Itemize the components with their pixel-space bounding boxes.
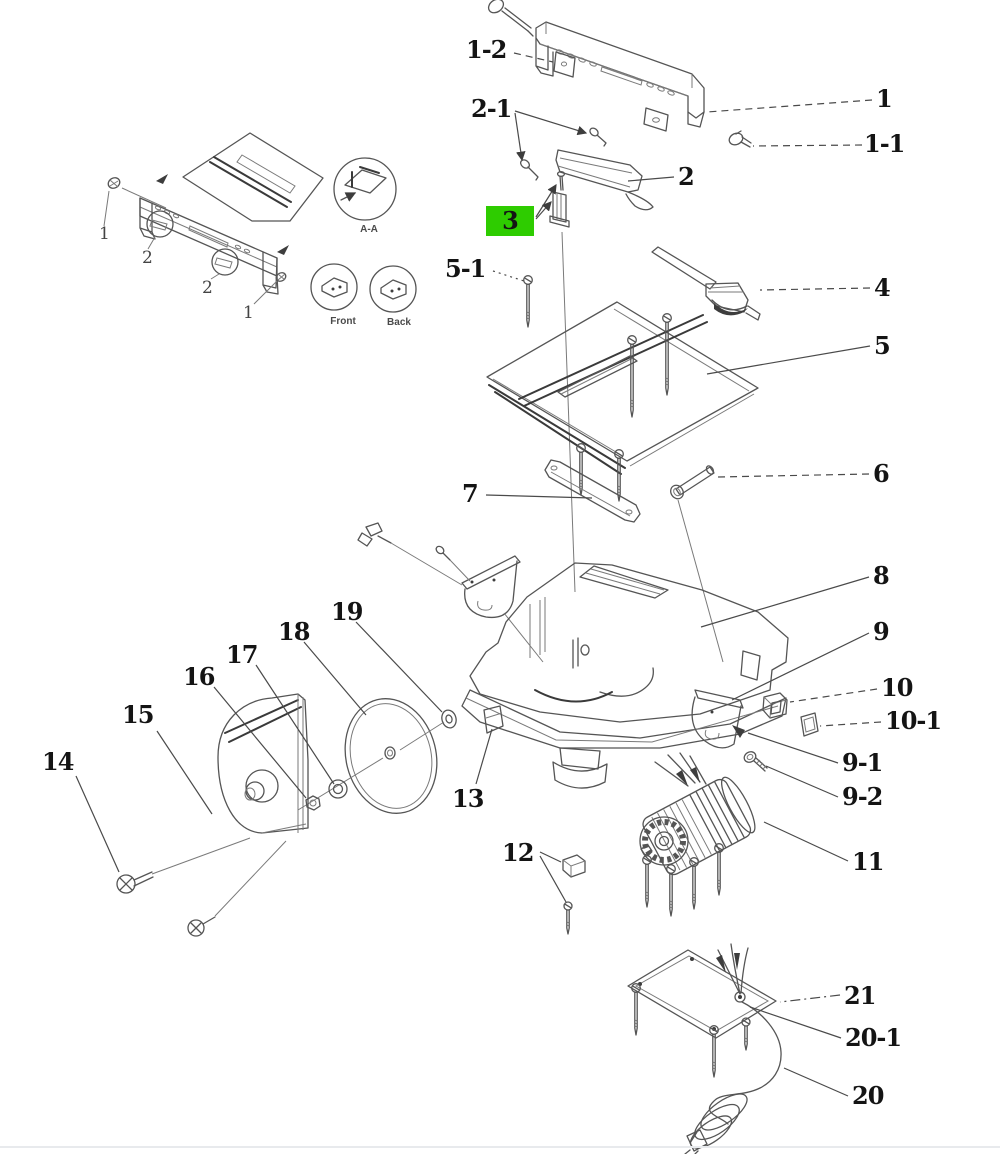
miter-gauge-part-4 <box>652 247 760 320</box>
guard-screw <box>435 545 450 560</box>
inset-callout-1a[interactable]: 1 <box>99 224 110 244</box>
callout-14[interactable]: 14 <box>42 747 74 776</box>
callout-16[interactable]: 16 <box>183 662 215 691</box>
dust-chute <box>553 762 607 788</box>
table-top-part-5 <box>487 302 758 474</box>
assembly-line <box>391 500 723 662</box>
section-caption-aa: A-A <box>360 224 378 235</box>
callout-5[interactable]: 5 <box>874 331 891 360</box>
spreader-bracket-part-3 <box>550 172 569 227</box>
power-cord-part-20 <box>685 1002 781 1154</box>
rail-bracket-part-1-2 <box>554 52 575 77</box>
switch-plate-part-10-1 <box>801 713 818 736</box>
assembly-line <box>152 838 286 916</box>
callout-5-1[interactable]: 5-1 <box>445 254 486 283</box>
fence-part-2 <box>556 150 653 210</box>
cover-screw-part-14 <box>117 872 153 893</box>
callout-9-1[interactable]: 9-1 <box>842 748 883 777</box>
block-part-12 <box>563 855 585 877</box>
blade-guard-left <box>462 556 520 617</box>
rail-end-screw <box>486 0 533 36</box>
saw-blade-part-18 <box>333 689 448 823</box>
callout-4[interactable]: 4 <box>874 273 891 302</box>
arbor-axis-line <box>298 722 444 810</box>
inset-callout-1b[interactable]: 1 <box>243 303 254 323</box>
washer-part-17 <box>329 780 347 798</box>
callout-9[interactable]: 9 <box>873 617 890 646</box>
motor-part-11 <box>640 753 761 877</box>
callout-1-2[interactable]: 1-2 <box>466 35 507 64</box>
front-caption: Front <box>330 316 356 327</box>
callout-10[interactable]: 10 <box>881 673 913 702</box>
inset-callout-2b[interactable]: 2 <box>202 278 213 298</box>
callout-2-1[interactable]: 2-1 <box>471 94 512 123</box>
callout-1[interactable]: 1 <box>876 84 893 113</box>
nut-part-16 <box>306 796 320 810</box>
page-bottom-divider <box>0 1146 1000 1148</box>
guard-thumbscrew <box>358 523 391 546</box>
callout-8[interactable]: 8 <box>873 561 890 590</box>
arbor-washer-right <box>440 708 458 729</box>
callout-20-1[interactable]: 20-1 <box>845 1023 902 1052</box>
callout-7[interactable]: 7 <box>462 479 479 508</box>
bracket-part-7 <box>545 460 640 522</box>
callout-21[interactable]: 21 <box>844 981 876 1010</box>
switch-part-10 <box>763 693 787 718</box>
callout-10-1[interactable]: 10-1 <box>885 706 942 735</box>
clip-part-13 <box>484 706 503 733</box>
bolt-part-6 <box>668 465 715 502</box>
callout-6[interactable]: 6 <box>873 459 890 488</box>
callout-11[interactable]: 11 <box>852 847 884 876</box>
callout-1-1[interactable]: 1-1 <box>864 129 905 158</box>
bolt-part-9-2 <box>742 750 767 771</box>
inset-callout-2a[interactable]: 2 <box>142 248 153 268</box>
callout-17[interactable]: 17 <box>226 640 258 669</box>
callout-9-2[interactable]: 9-2 <box>842 782 883 811</box>
screw-part-1-1 <box>727 131 751 147</box>
callout-12[interactable]: 12 <box>502 838 534 867</box>
back-caption: Back <box>387 317 411 328</box>
cover-screw-bottom <box>188 917 215 936</box>
mounting-inset-drawing <box>104 133 323 304</box>
callout-20[interactable]: 20 <box>852 1081 884 1110</box>
callout-15[interactable]: 15 <box>122 700 154 729</box>
motor-cover-part-15 <box>218 694 308 833</box>
callout-3-highlighted[interactable]: 3 <box>486 206 534 236</box>
housing-part-8 <box>462 563 788 769</box>
blade-guard-right-part-9 <box>692 690 743 748</box>
callout-18[interactable]: 18 <box>278 617 310 646</box>
direction-arrow-9-1 <box>732 725 745 738</box>
wire-leads-part-20-1 <box>716 944 748 994</box>
alignment-line <box>562 232 575 592</box>
back-detail-circle <box>370 266 416 312</box>
callout-13[interactable]: 13 <box>452 784 484 813</box>
callout-19[interactable]: 19 <box>331 597 363 626</box>
base-plate-part-21 <box>628 950 776 1038</box>
callout-2[interactable]: 2 <box>678 162 695 191</box>
front-detail-circle <box>311 264 357 310</box>
leader-lines <box>76 53 881 1096</box>
section-detail-circle-aa <box>334 158 396 220</box>
